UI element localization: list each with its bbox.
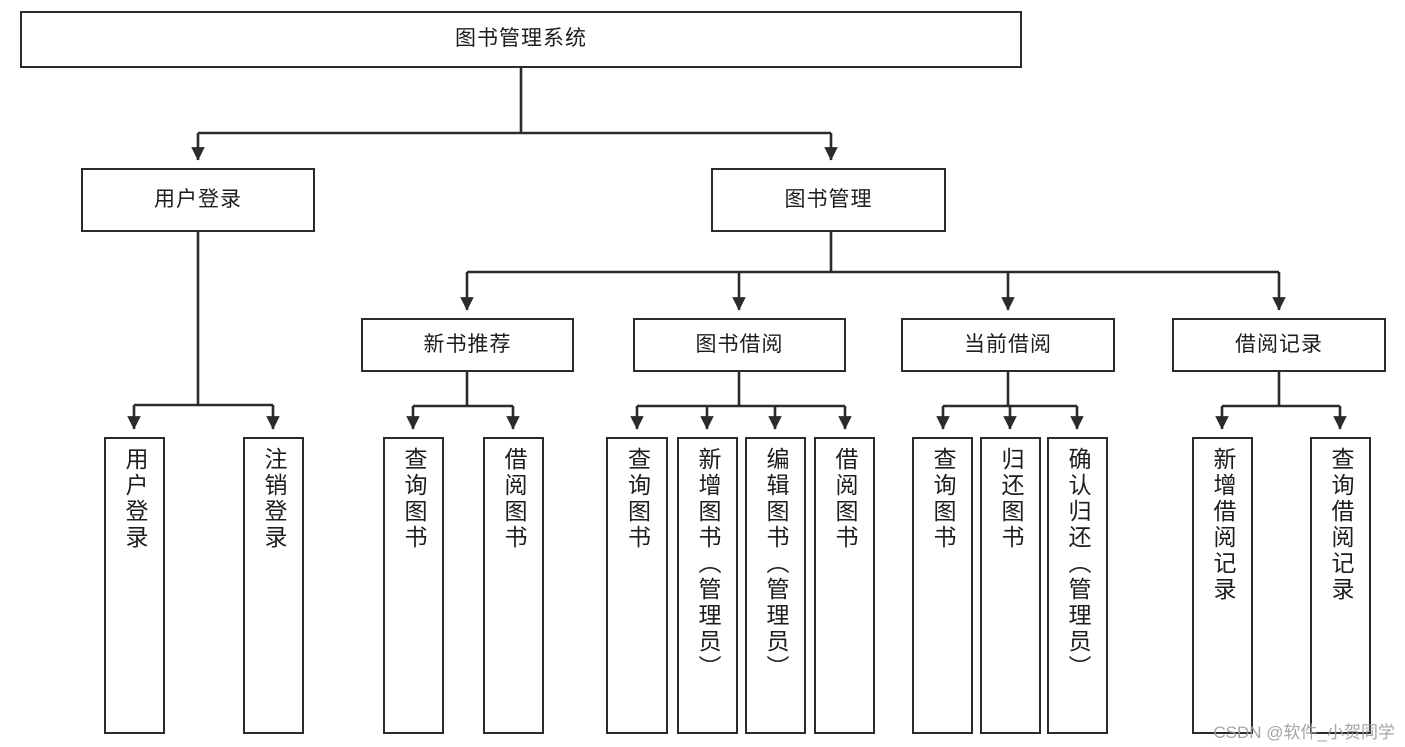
leaf-current-query-book[interactable]: 查询图书	[912, 437, 973, 734]
leaf-current-return-book[interactable]: 归还图书	[980, 437, 1041, 734]
watermark-text: CSDN @软件_小贺同学	[1213, 723, 1395, 742]
node-label: 查询图书	[930, 447, 956, 551]
node-book-borrow[interactable]: 图书借阅	[633, 318, 846, 372]
node-label: 用户登录	[154, 187, 242, 211]
node-label: 用户登录	[122, 447, 148, 551]
node-new-book-recommend[interactable]: 新书推荐	[361, 318, 574, 372]
node-label: 新增图书（管理员）	[695, 447, 721, 681]
node-root-system[interactable]: 图书管理系统	[20, 11, 1022, 68]
leaf-user-login-signout[interactable]: 注销登录	[243, 437, 304, 734]
node-label: 确认归还（管理员）	[1065, 447, 1091, 681]
node-label: 当前借阅	[964, 332, 1052, 356]
leaf-borrow-borrow-book[interactable]: 借阅图书	[814, 437, 875, 734]
node-current-borrow[interactable]: 当前借阅	[901, 318, 1115, 372]
leaf-current-confirm-return-admin[interactable]: 确认归还（管理员）	[1047, 437, 1108, 734]
node-label: 归还图书	[998, 447, 1024, 551]
node-label: 新书推荐	[423, 332, 512, 356]
node-label: 借阅记录	[1235, 332, 1323, 356]
node-label: 图书管理系统	[455, 27, 587, 51]
leaf-record-query-record[interactable]: 查询借阅记录	[1310, 437, 1371, 734]
leaf-recommend-borrow-book[interactable]: 借阅图书	[483, 437, 544, 734]
node-borrow-record[interactable]: 借阅记录	[1172, 318, 1386, 372]
leaf-borrow-query-book[interactable]: 查询图书	[606, 437, 668, 734]
leaf-borrow-add-book-admin[interactable]: 新增图书（管理员）	[677, 437, 738, 734]
leaf-recommend-query-book[interactable]: 查询图书	[383, 437, 444, 734]
node-user-login[interactable]: 用户登录	[81, 168, 315, 232]
node-label: 编辑图书（管理员）	[763, 447, 789, 681]
node-label: 查询图书	[401, 447, 427, 551]
node-label: 借阅图书	[501, 447, 527, 551]
node-label: 图书借阅	[695, 332, 784, 356]
node-label: 图书管理	[784, 187, 873, 211]
node-book-management[interactable]: 图书管理	[711, 168, 946, 232]
node-label: 借阅图书	[832, 447, 858, 551]
node-label: 查询图书	[624, 447, 651, 551]
leaf-borrow-edit-book-admin[interactable]: 编辑图书（管理员）	[745, 437, 806, 734]
node-label: 新增借阅记录	[1210, 447, 1236, 603]
leaf-user-login-signin[interactable]: 用户登录	[104, 437, 165, 734]
leaf-record-add-record[interactable]: 新增借阅记录	[1192, 437, 1253, 734]
node-label: 查询借阅记录	[1328, 447, 1354, 603]
node-label: 注销登录	[261, 447, 287, 551]
